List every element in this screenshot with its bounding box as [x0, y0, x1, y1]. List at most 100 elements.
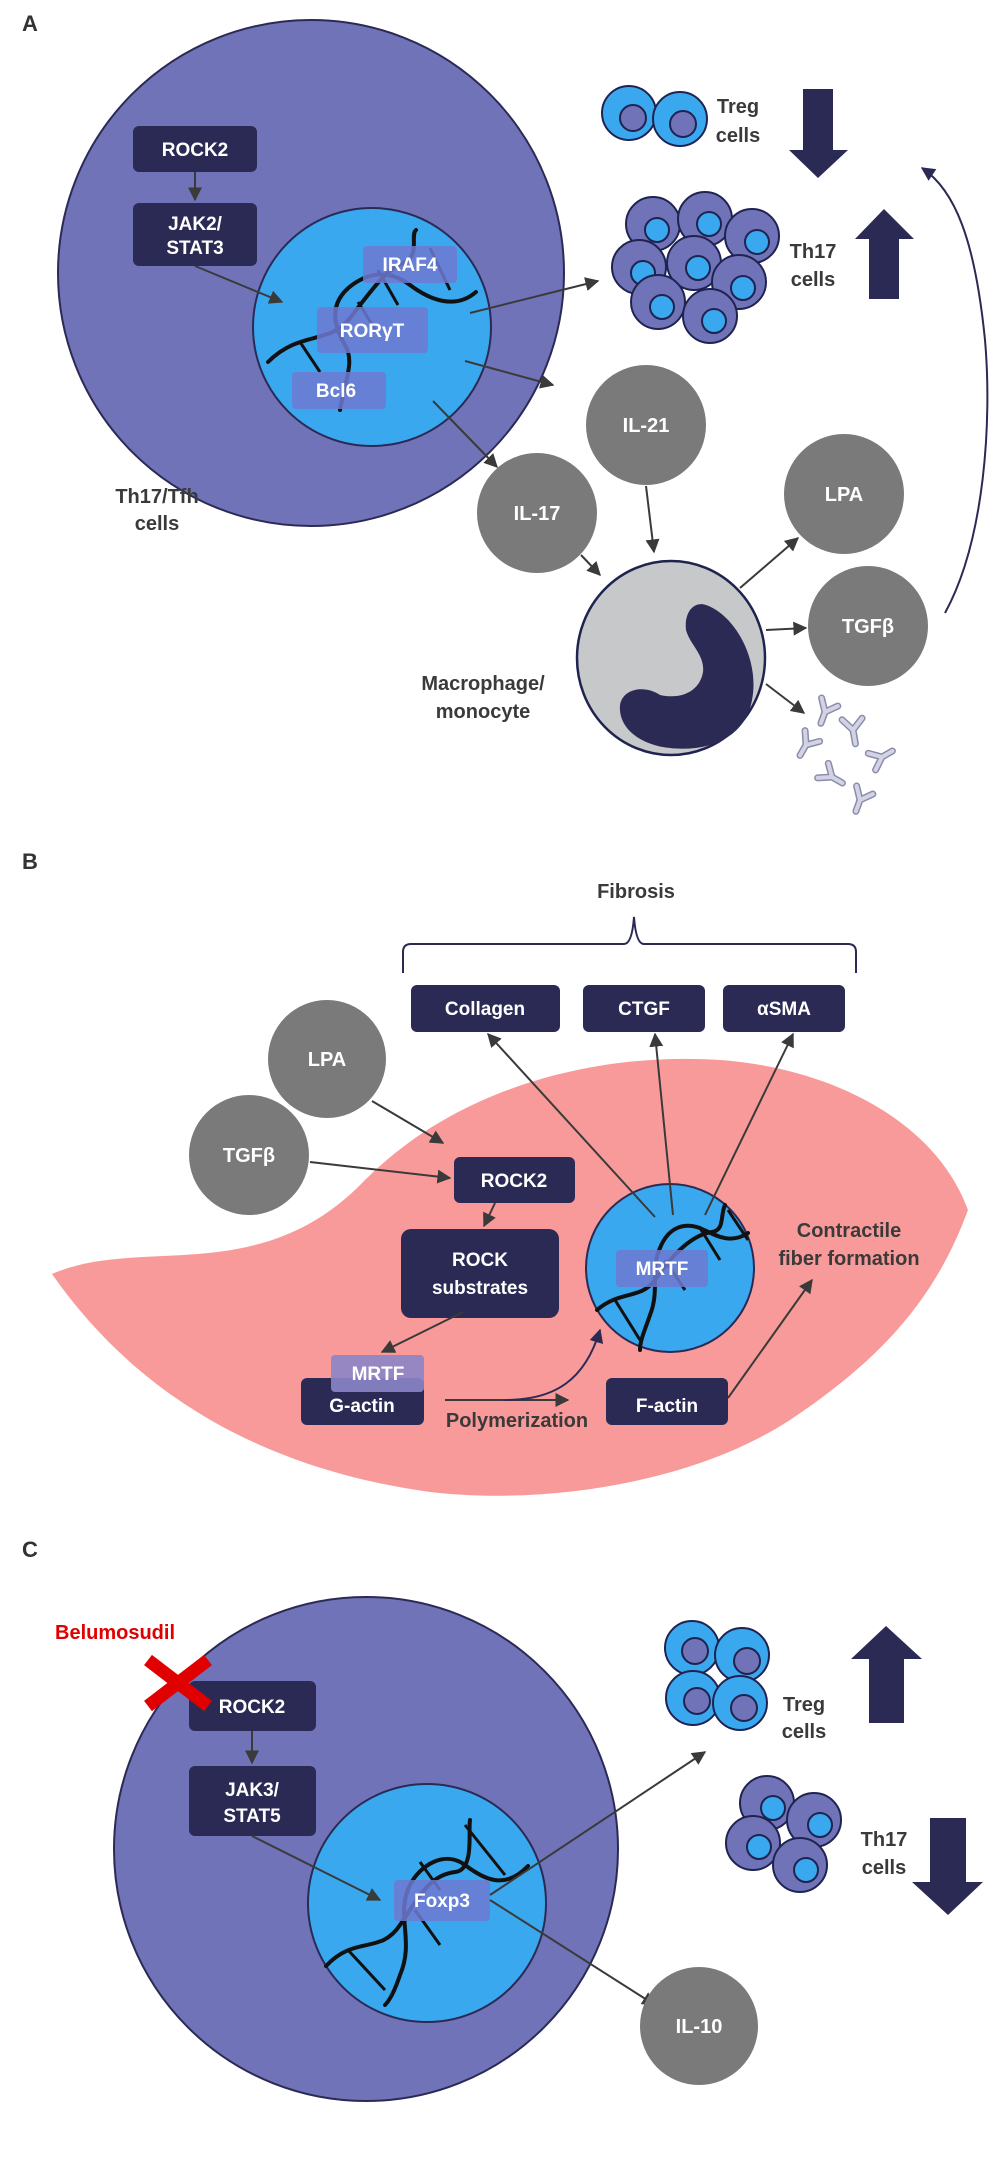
stat5-label: STAT5: [223, 1806, 281, 1827]
treg-label-line1: Treg: [717, 96, 759, 118]
panel-letter-b: B: [22, 849, 38, 874]
arrow-il21-to-macrophage: [645, 485, 660, 554]
stat3-label: STAT3: [166, 238, 223, 259]
treg-c-label-line2: cells: [782, 1721, 826, 1743]
antibodies-icon: [796, 694, 896, 815]
foxp3-box: [394, 1880, 490, 1921]
macrophage-label-line1: Macrophage/: [421, 673, 545, 695]
arrow-to-contractile: [727, 1278, 813, 1399]
il17-label: IL-17: [514, 503, 561, 525]
il10-label: IL-10: [676, 2016, 723, 2038]
f-actin-box: [606, 1378, 728, 1425]
collagen-label: Collagen: [445, 999, 525, 1020]
rock2-box-c: [189, 1681, 316, 1731]
jak2-stat3-box: [133, 203, 257, 266]
mrtf-cytoplasm-label: MRTF: [352, 1364, 405, 1385]
arrow-macrophage-to-tgfb: [765, 621, 808, 636]
tf-box-iraf4: [363, 246, 457, 283]
arrow-to-ctgf: [649, 1032, 674, 1216]
polymerization-label: Polymerization: [446, 1410, 588, 1432]
panel-letter-a: A: [22, 11, 38, 36]
up-arrow-icon-c: [851, 1626, 922, 1723]
mrtf-release-arrow: [504, 1328, 604, 1401]
arrow-rock2-to-substrates: [483, 1202, 496, 1228]
asma-box: [723, 985, 845, 1032]
down-arrow-icon: [789, 89, 848, 178]
belumosudil-label: Belumosudil: [55, 1622, 175, 1644]
treg-label-line2: cells: [716, 125, 760, 147]
feedback-arrow: [920, 167, 989, 614]
treg-cells-icon: [601, 85, 708, 147]
arrow-to-asma: [704, 1032, 794, 1216]
treg-c-label-line1: Treg: [783, 1694, 825, 1716]
macrophage-label-line2: monocyte: [436, 701, 530, 723]
cytokine-il17: [477, 453, 597, 573]
cell-label-line2: cells: [135, 513, 179, 535]
jak3-label: JAK3/: [225, 1780, 280, 1801]
tgfb-b-label: TGFβ: [223, 1145, 275, 1167]
panel-letter-c: C: [22, 1537, 38, 1562]
foxp3-label: Foxp3: [414, 1891, 470, 1912]
arrow-jak3-to-foxp3: [251, 1835, 382, 1901]
arrow-to-il17: [432, 400, 498, 469]
il21-label: IL-21: [623, 415, 670, 437]
panel-c: C Foxp3 Belumosudil ROCK2 JAK3/ STAT5: [22, 1537, 983, 2102]
arrow-tgfb-to-rock2: [309, 1161, 452, 1184]
contractile-label-line2: fiber formation: [778, 1248, 919, 1270]
treg-cells-icon-c: [664, 1620, 770, 1731]
ctgf-box: [583, 985, 705, 1032]
down-arrow-icon-c: [912, 1818, 983, 1915]
cytokine-il10: [640, 1967, 758, 2085]
arrow-lpa-to-rock2: [371, 1100, 445, 1144]
collagen-box: [411, 985, 560, 1032]
g-actin-label: G-actin: [329, 1396, 394, 1417]
fibrosis-brace: [402, 916, 857, 973]
th17-label-line2: cells: [791, 269, 835, 291]
rock2-box-b: [454, 1157, 575, 1203]
cytokine-tgfb-b: [189, 1095, 309, 1215]
panel-a: A IRAF4 RORγT Bcl6 ROCK2 JAK2/ STAT3 Th1…: [22, 11, 989, 815]
arrow-macrophage-to-lpa: [739, 537, 800, 589]
asma-label: αSMA: [757, 999, 811, 1020]
rock2-box: [133, 126, 257, 172]
jak3-stat5-box: [189, 1766, 316, 1836]
inhibition-x-icon: [144, 1654, 212, 1712]
arrow-macrophage-to-antibodies: [765, 683, 806, 714]
arrow-to-collagen: [487, 1032, 656, 1218]
th17-c-label-line1: Th17: [861, 1829, 908, 1851]
rock2-label: ROCK2: [162, 140, 229, 161]
arrow-to-il10: [489, 1899, 657, 2006]
jak2-label: JAK2/: [168, 214, 223, 235]
cytokine-lpa: [784, 434, 904, 554]
rock-substrates-line2: substrates: [432, 1278, 528, 1299]
cytokine-tgfb: [808, 566, 928, 686]
cytokine-lpa-b: [268, 1000, 386, 1118]
cell-label-line1: Th17/Tfh: [115, 486, 198, 508]
arrow-substrates-to-mrtf: [380, 1311, 464, 1353]
tf-box-rorgt: [317, 307, 428, 353]
panel-b: B Fibrosis Collagen CTGF αSMA LPA TGFβ R…: [22, 849, 968, 1496]
th17-c-label-line2: cells: [862, 1857, 906, 1879]
rock-substrates-line1: ROCK: [452, 1250, 508, 1271]
macrophage-nucleus: [619, 604, 754, 749]
lpa-b-label: LPA: [308, 1049, 347, 1071]
tf-label-rorgt: RORγT: [340, 321, 405, 342]
rock2-b-label: ROCK2: [481, 1171, 548, 1192]
cytokine-il21: [586, 365, 706, 485]
arrow-to-treg-c: [489, 1751, 707, 1896]
mrtf-nucleus-label: MRTF: [636, 1259, 689, 1280]
th17-cells-icon-c: [725, 1775, 842, 1893]
arrow-il17-to-macrophage: [580, 554, 601, 577]
th17-cells-icon: [611, 191, 780, 344]
ctgf-label: CTGF: [618, 999, 670, 1020]
arrow-to-il21: [464, 360, 555, 389]
mrtf-cytoplasm-box: [331, 1355, 424, 1392]
rock-substrates-box: [401, 1229, 559, 1318]
arrow-to-th17: [469, 277, 600, 314]
lpa-label: LPA: [825, 484, 864, 506]
f-actin-label: F-actin: [636, 1396, 698, 1417]
mrtf-nucleus-box: [616, 1250, 708, 1287]
arrow-jak-to-nucleus: [194, 265, 284, 304]
rock2-c-label: ROCK2: [219, 1697, 286, 1718]
